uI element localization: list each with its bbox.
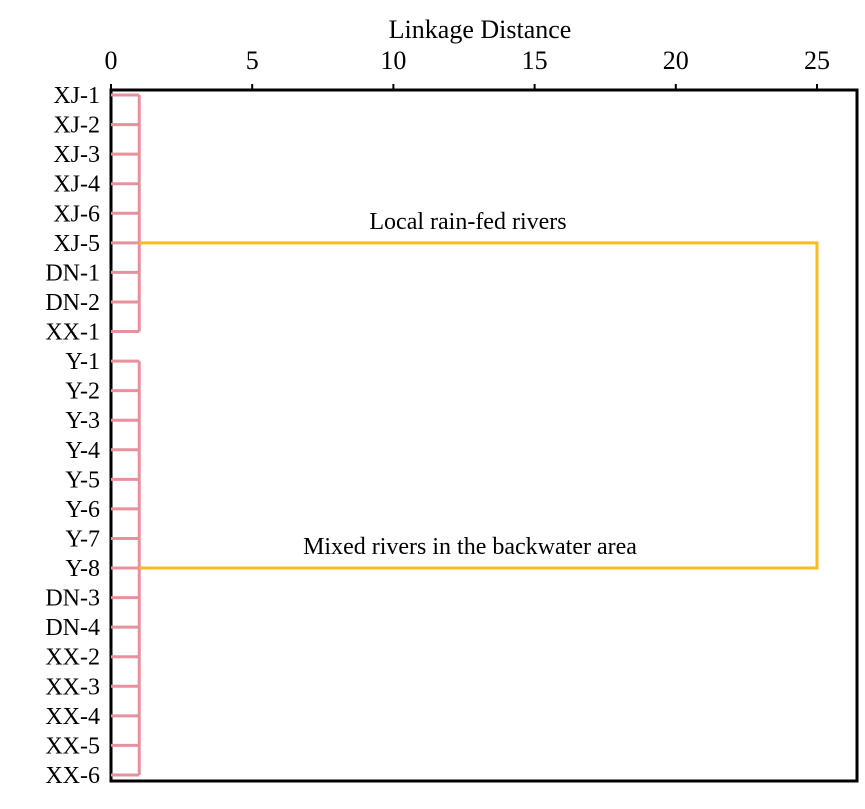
leaf-label: Y-4 [65, 438, 100, 464]
leaf-label: XJ-4 [53, 172, 100, 198]
leaf-label: Y-7 [65, 526, 100, 552]
x-tick-label: 15 [522, 46, 548, 75]
x-tick-label: 20 [663, 46, 689, 75]
leaf-label: DN-3 [45, 586, 100, 612]
leaf-label: Y-5 [65, 467, 100, 493]
leaf-label: Y-3 [65, 408, 100, 434]
axis-title: Linkage Distance [389, 15, 572, 44]
x-tick-label: 25 [804, 46, 830, 75]
leaf-label: Y-2 [65, 379, 100, 405]
leaf-label: Y-6 [65, 497, 100, 523]
leaf-label: XJ-5 [53, 231, 100, 257]
x-tick-label: 0 [105, 46, 118, 75]
leaf-label: DN-1 [45, 260, 100, 286]
leaf-label: XJ-6 [53, 201, 100, 227]
cluster-label-mixed-rivers: Mixed rivers in the backwater area [303, 534, 637, 560]
leaf-label: Y-1 [65, 349, 100, 375]
leaf-label: DN-4 [45, 615, 100, 641]
leaf-label: Y-8 [65, 556, 100, 582]
leaf-label: XX-1 [45, 320, 100, 346]
leaf-label: XX-5 [45, 733, 100, 759]
x-tick-label: 5 [246, 46, 259, 75]
leaf-label: XX-3 [45, 674, 100, 700]
leaf-label: XJ-3 [53, 142, 100, 168]
leaf-label: XX-2 [45, 645, 100, 671]
leaf-label: XX-6 [45, 763, 100, 789]
leaf-label: XJ-1 [53, 83, 100, 109]
cluster-label-local-rain-fed: Local rain-fed rivers [369, 209, 566, 235]
leaf-label: DN-2 [45, 290, 100, 316]
leaf-label: XX-4 [45, 704, 100, 730]
top-join-branch [139, 241, 819, 570]
leaf-label: XJ-2 [53, 113, 100, 139]
x-tick-label: 10 [380, 46, 406, 75]
plot-frame [109, 88, 859, 783]
